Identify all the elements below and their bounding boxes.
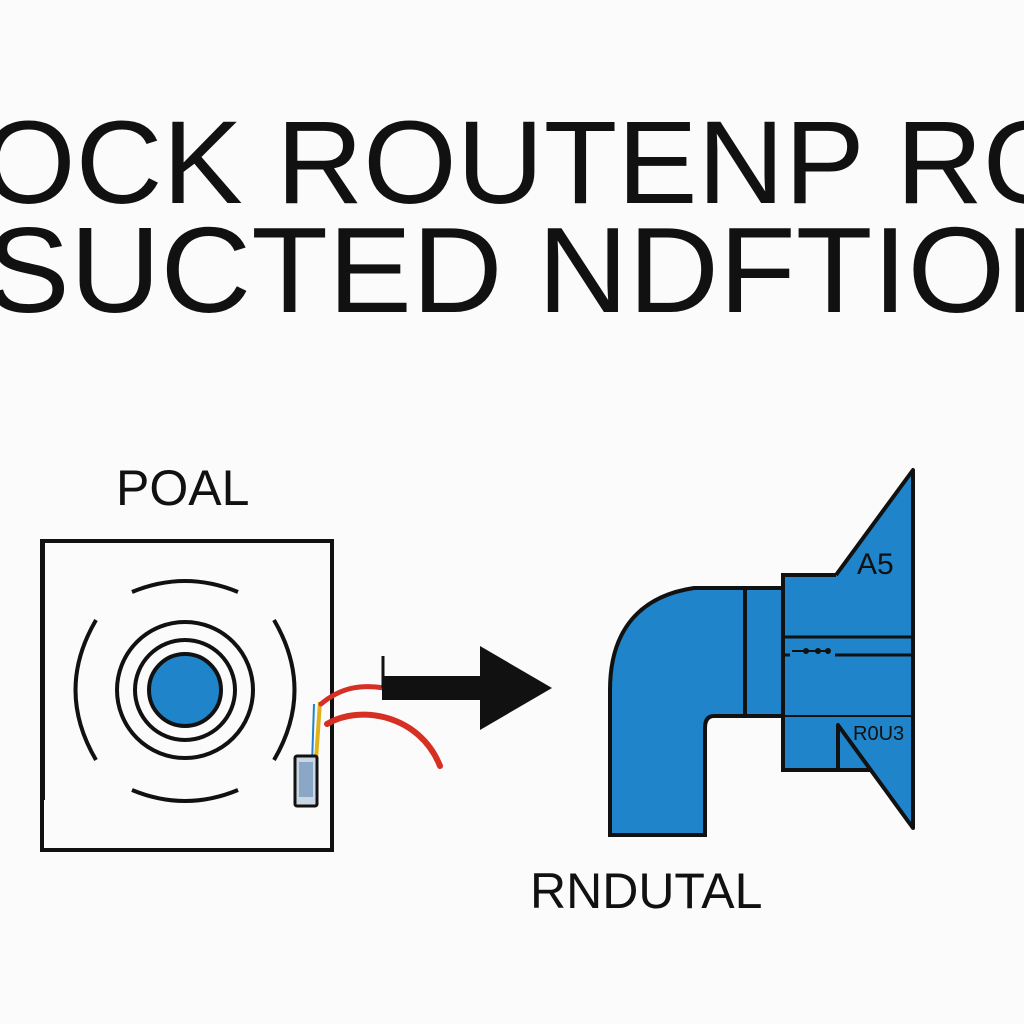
pipe-collar — [743, 586, 787, 718]
outer-speaker-ring — [115, 620, 255, 760]
middle-speaker-ring — [133, 638, 237, 742]
pipe-bottom-marking: R0U3 — [853, 723, 904, 745]
lower-red-wire — [324, 711, 443, 769]
sensor-wire-yellow — [314, 701, 322, 761]
pipe-top-marking: A5 — [857, 548, 894, 581]
fastener-bolt-3 — [825, 648, 831, 654]
pipe-elbow — [608, 586, 750, 837]
title-line-1: OCK ROUTENP ROUC — [0, 97, 1024, 229]
top-wave-arc — [131, 579, 239, 594]
right-wave-arc — [272, 618, 297, 762]
upper-red-wire — [318, 684, 387, 707]
flange-plate — [834, 468, 915, 830]
connection-group — [318, 646, 552, 769]
flow-arrow-icon — [382, 646, 552, 730]
fastener-bolt-2 — [815, 648, 821, 654]
right-component-label: RNDUTAL — [530, 863, 763, 919]
pipe-component-group — [608, 468, 915, 837]
left-wave-arc — [73, 618, 98, 762]
left-component-label: POAL — [116, 460, 250, 516]
fastener-bolt-1 — [803, 648, 809, 654]
speaker-core — [147, 652, 223, 728]
sensor-module-inner — [299, 762, 313, 797]
bottom-wave-arc — [131, 788, 239, 803]
left-panel-group — [40, 539, 334, 852]
title-line-2: SUCTED NDFTION — [0, 202, 1024, 338]
sensor-wire-blue — [311, 703, 315, 765]
